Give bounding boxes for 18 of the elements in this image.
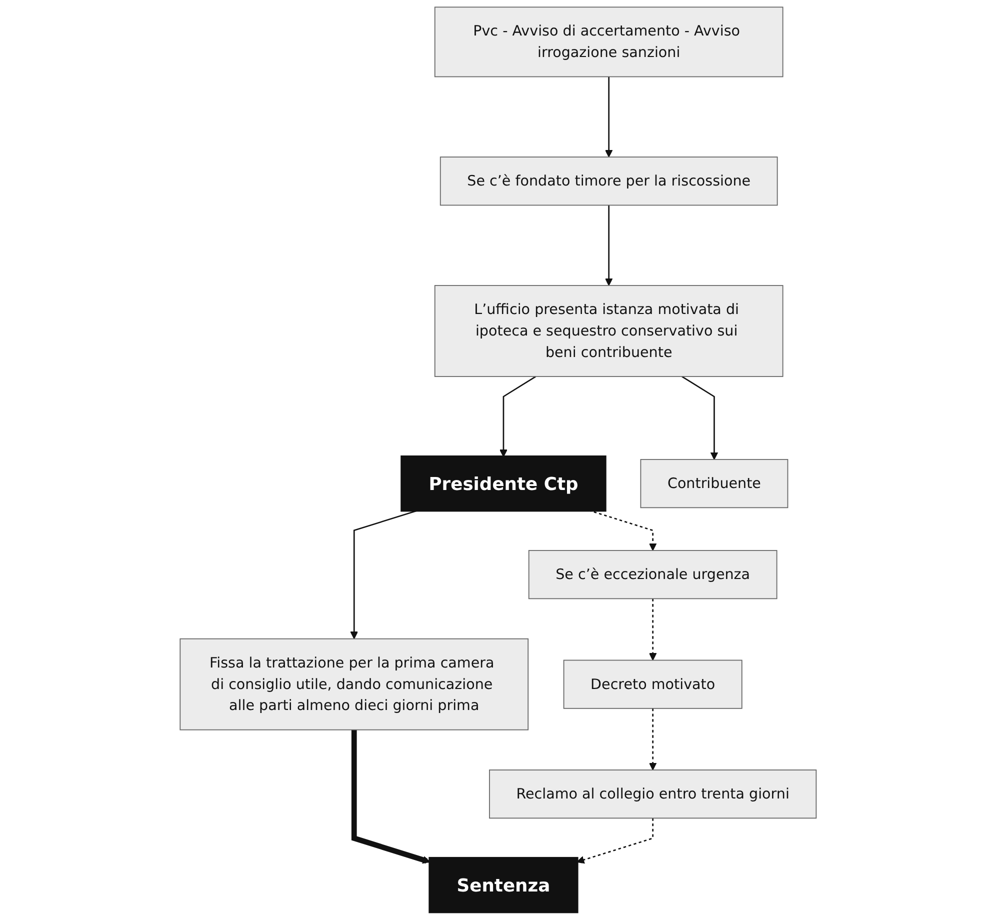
- node-box: Sentenza: [428, 856, 579, 914]
- arrow: [605, 205, 614, 286]
- node-box: Pvc - Avviso di accertamento - Avviso irrogazione sanzioni: [434, 6, 784, 78]
- node-box: Reclamo al collegio entro trenta giorni: [489, 770, 817, 819]
- arrow: [500, 376, 536, 458]
- arrow: [682, 376, 718, 460]
- arrow: [605, 76, 614, 158]
- node-box: L’ufficio presenta istanza motivata di ipoteca e sequestro conservativo sui beni contribuente: [434, 285, 784, 377]
- node-box: Fissa la trattazione per la prima camera di consiglio utile, dando comunicazione alle parti almeno dieci giorni prima: [180, 638, 529, 730]
- node-box: Contribuente: [640, 459, 789, 508]
- arrow: [649, 598, 658, 661]
- node-box: Decreto motivato: [564, 660, 743, 709]
- arrow: [352, 730, 431, 864]
- node-box: Se c’è eccezionale urgenza: [528, 550, 778, 600]
- arrow: [576, 818, 654, 864]
- node-box: Presidente Ctp: [400, 455, 607, 512]
- arrow: [649, 708, 658, 770]
- node-box: Se c’è fondato timore per la riscossione: [440, 156, 778, 206]
